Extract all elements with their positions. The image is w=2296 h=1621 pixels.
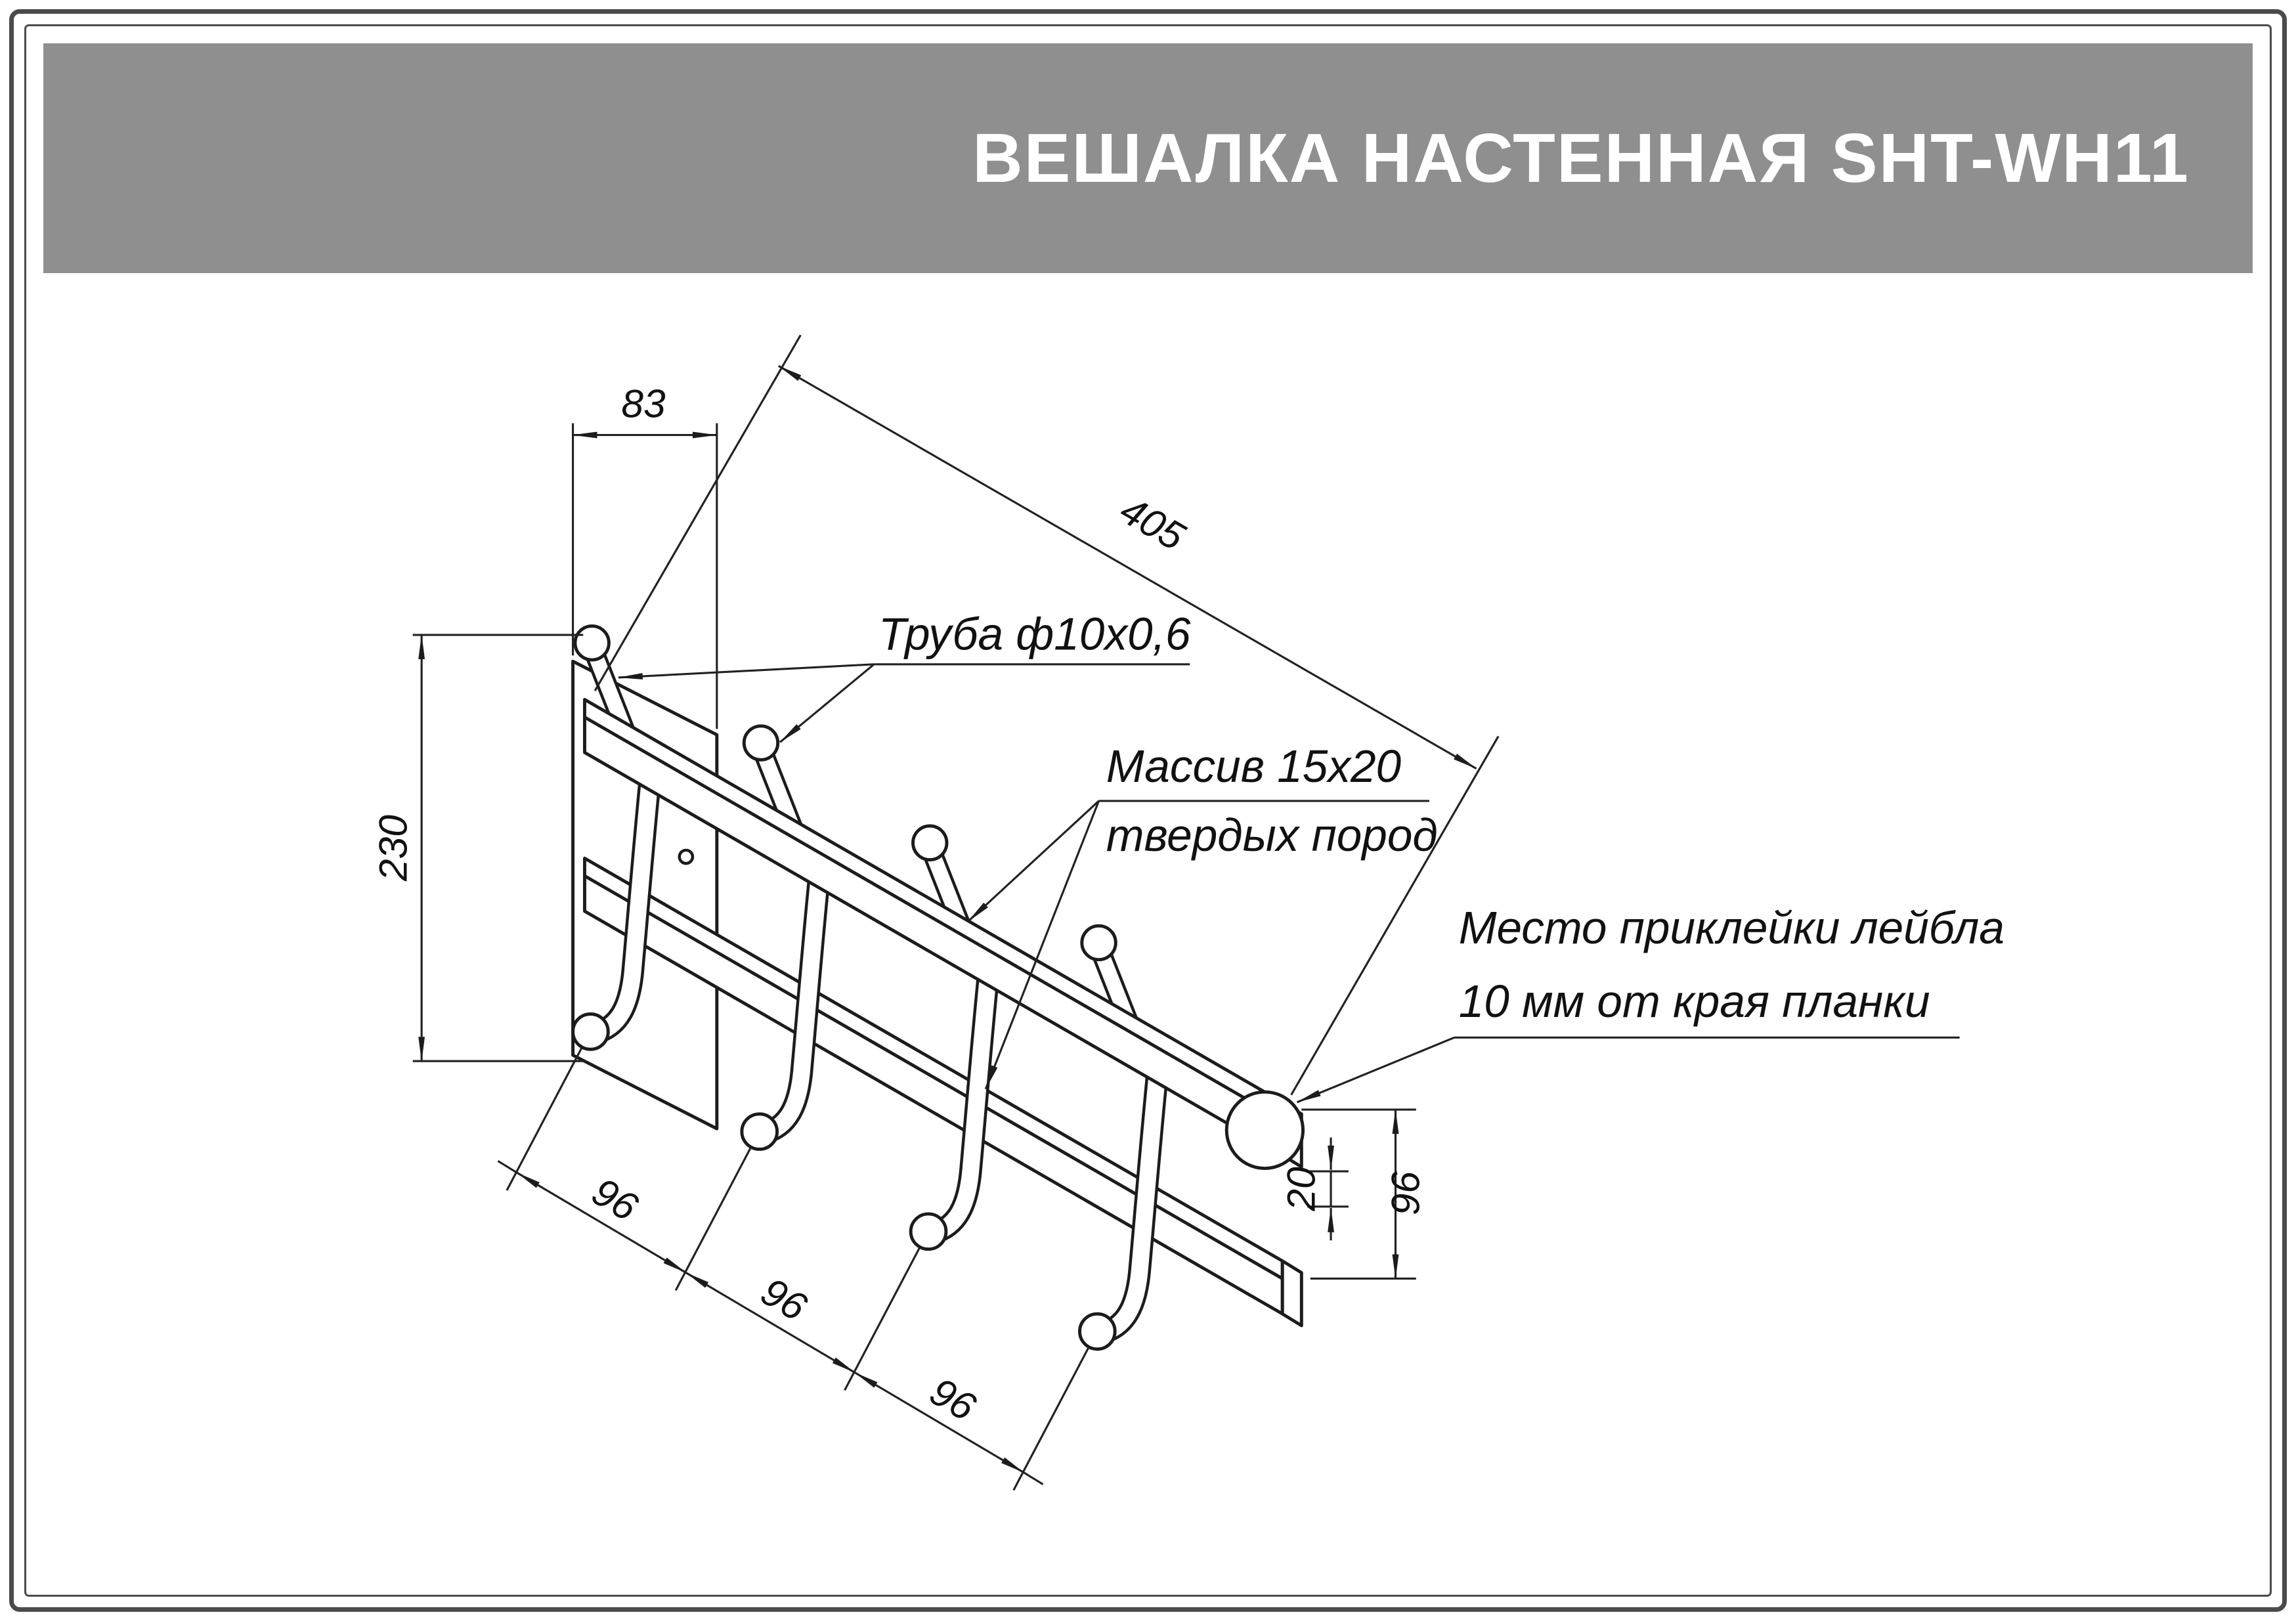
- bottom-rail: [583, 856, 1303, 1328]
- callout-label-place: Место приклейки лейбла 10 мм от края пла…: [1296, 902, 2004, 1104]
- dim-20: 20: [1278, 1137, 1349, 1241]
- hook-balls: [571, 624, 1117, 1351]
- screw-hole: [678, 848, 695, 865]
- callout-wood: Массив 15х20 твердых пород: [967, 741, 1438, 1090]
- dim-20-value: 20: [1278, 1167, 1323, 1212]
- label-sticker-circle: [1224, 1090, 1305, 1171]
- dim-96-2-value: 96: [754, 1268, 815, 1329]
- hook-tubes: [592, 770, 1169, 1345]
- dim-96-end: 96: [1301, 1108, 1427, 1280]
- callout-label-text-1: Место приклейки лейбла: [1459, 902, 2004, 953]
- dim-230-value: 230: [371, 815, 416, 882]
- title-bar: ВЕШАЛКА НАСТЕННАЯ SHT-WH11: [43, 43, 2253, 273]
- callout-wood-text-2: твердых пород: [1106, 810, 1438, 861]
- dim-83: 83: [572, 381, 718, 729]
- callout-wood-text-1: Массив 15х20: [1106, 741, 1401, 792]
- callout-pipe: Труба ф10х0,6: [617, 608, 1191, 743]
- outer-border: [9, 9, 2287, 1612]
- dim-96-end-value: 96: [1383, 1171, 1427, 1216]
- dim-405-value: 405: [1113, 487, 1193, 559]
- page-title: ВЕШАЛКА НАСТЕННАЯ SHT-WH11: [972, 119, 2190, 197]
- dim-230: 230: [371, 634, 586, 1062]
- dim-83-value: 83: [621, 381, 666, 426]
- inner-border: [24, 24, 2272, 1597]
- dim-96-1-value: 96: [585, 1169, 646, 1230]
- callout-label-text-2: 10 мм от края планки: [1459, 976, 1930, 1027]
- callout-pipe-text: Труба ф10х0,6: [878, 608, 1191, 659]
- dim-96-3-value: 96: [922, 1368, 984, 1429]
